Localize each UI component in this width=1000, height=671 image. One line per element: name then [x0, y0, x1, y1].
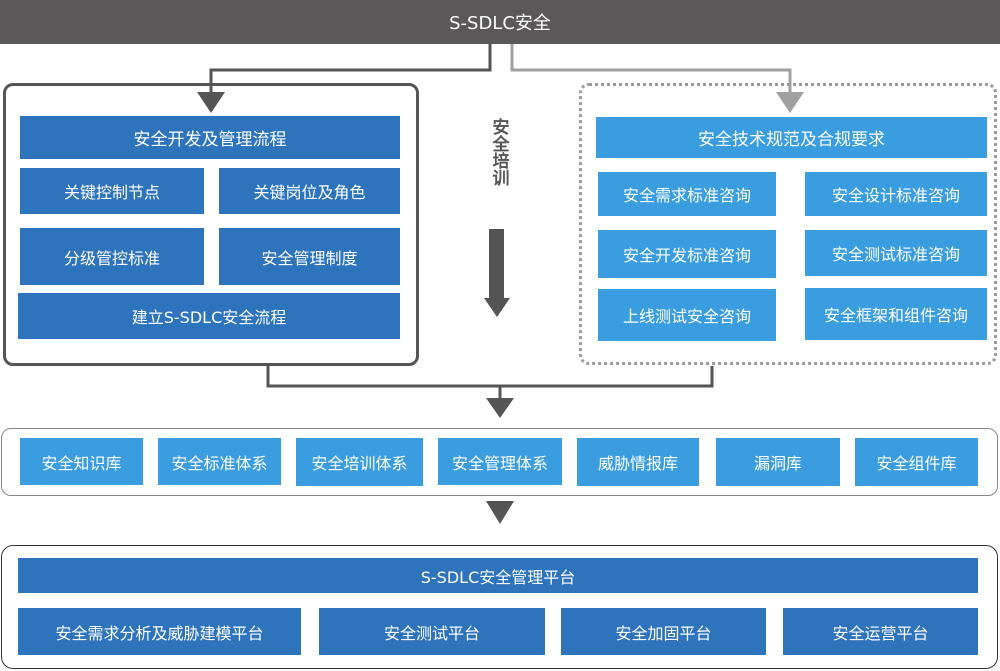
middle-item: 安全标准体系 — [158, 438, 281, 485]
platform-item: 安全需求分析及威胁建模平台 — [18, 608, 301, 655]
middle-item: 安全管理体系 — [438, 438, 562, 485]
left-panel-frame — [3, 83, 419, 366]
middle-item: 漏洞库 — [716, 438, 840, 486]
right-panel-header: 安全技术规范及合规要求 — [596, 117, 987, 158]
connector-merge — [266, 366, 714, 388]
right-item: 安全需求标准咨询 — [598, 172, 776, 216]
training-arrow-head — [484, 298, 510, 317]
middle-item: 安全培训体系 — [296, 438, 423, 486]
right-item: 上线测试安全咨询 — [598, 289, 776, 341]
arrow-to-middle — [486, 398, 514, 418]
right-item: 安全框架和组件咨询 — [805, 288, 987, 340]
right-panel-frame — [579, 83, 997, 365]
arrow-left-panel — [197, 92, 225, 113]
right-item: 安全开发标准咨询 — [598, 230, 776, 278]
middle-row-frame — [1, 428, 998, 496]
training-arrow-shaft — [489, 229, 504, 299]
platform-item: 安全运营平台 — [783, 608, 978, 655]
left-panel-footer: 建立S-SDLC安全流程 — [18, 293, 400, 339]
left-item: 关键岗位及角色 — [219, 168, 400, 214]
training-label-text: 安全培训 — [488, 118, 509, 186]
right-item: 安全测试标准咨询 — [805, 230, 987, 276]
middle-item: 安全组件库 — [855, 438, 978, 486]
platform-header: S-SDLC安全管理平台 — [18, 558, 978, 593]
left-item: 关键控制节点 — [20, 168, 204, 214]
left-panel-header: 安全开发及管理流程 — [20, 116, 400, 159]
training-label: 安全培训 — [484, 118, 512, 192]
platform-item: 安全测试平台 — [319, 608, 545, 655]
arrow-to-platform — [486, 501, 514, 524]
platform-frame — [1, 545, 998, 669]
left-item: 分级管控标准 — [20, 228, 204, 285]
title-bar: S-SDLC安全 — [0, 0, 1000, 44]
arrow-right-panel — [776, 92, 804, 113]
platform-item: 安全加固平台 — [561, 608, 766, 655]
middle-item: 威胁情报库 — [577, 438, 699, 486]
middle-item: 安全知识库 — [20, 438, 143, 485]
left-item: 安全管理制度 — [219, 228, 400, 285]
right-item: 安全设计标准咨询 — [805, 172, 987, 216]
